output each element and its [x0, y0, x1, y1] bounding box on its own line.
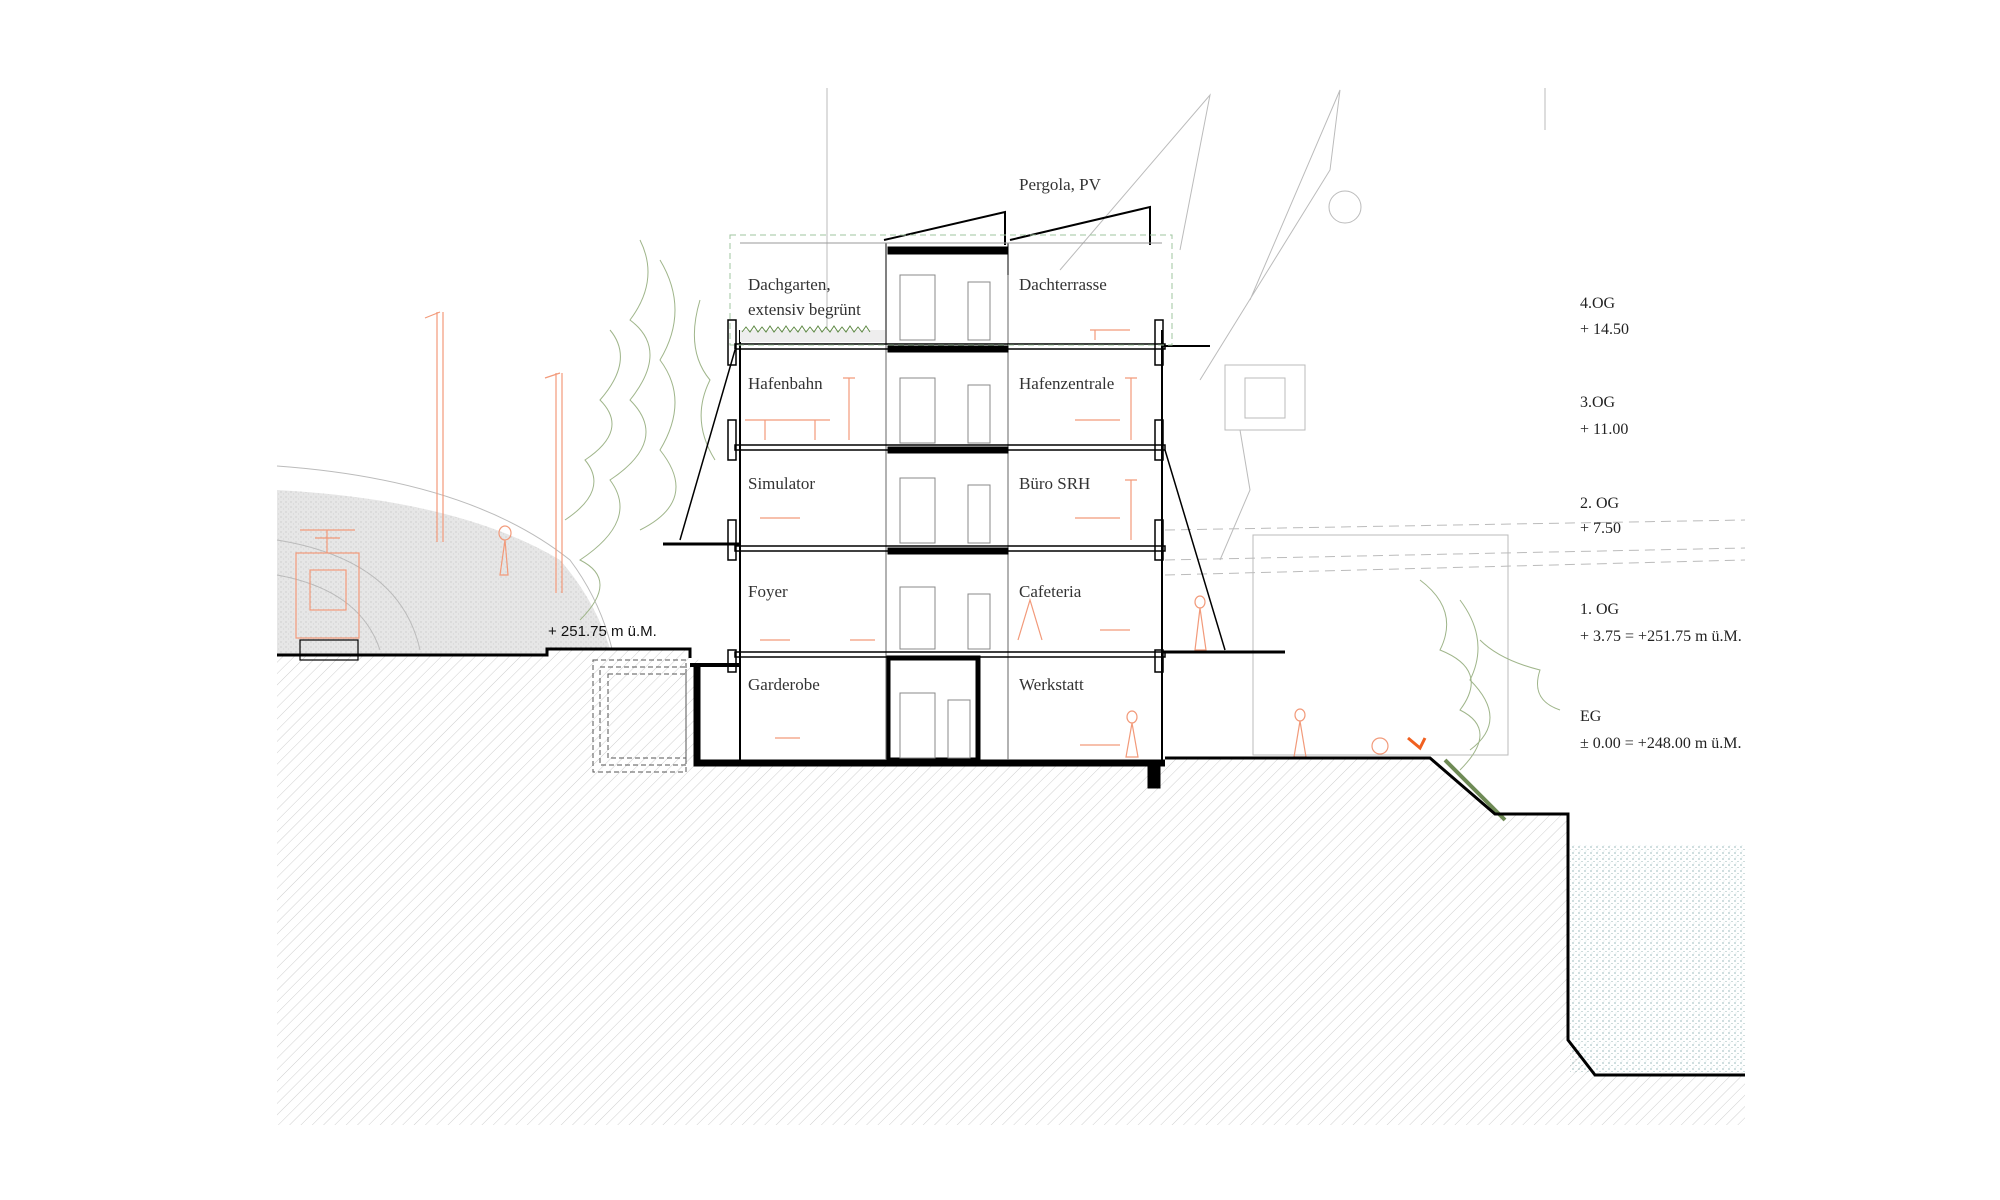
- room-label-buero-srh: Büro SRH: [1019, 474, 1090, 493]
- trees: [564, 239, 1561, 822]
- level-name: EG: [1580, 708, 1602, 725]
- level-name: 3.OG: [1580, 394, 1616, 411]
- room-label-werkstatt: Werkstatt: [1019, 675, 1084, 694]
- basement-outline: [592, 659, 687, 773]
- level-elevation: ± 0.00 = +248.00 m ü.M.: [1580, 735, 1742, 752]
- level-elevation: + 3.75 = +251.75 m ü.M.: [1580, 628, 1742, 645]
- level-elevation: + 7.50: [1580, 520, 1621, 537]
- level-name: 2. OG: [1580, 495, 1620, 512]
- room-label-dachterrasse: Dachterrasse: [1019, 275, 1107, 294]
- level-labels: 4.OG + 14.50 3.OG + 11.00 2. OG + 7.50 1…: [1580, 295, 1742, 752]
- context-crane: [826, 88, 1746, 756]
- level-name: 1. OG: [1580, 601, 1620, 618]
- room-label-dachgarten-2: extensiv begrünt: [748, 300, 861, 319]
- bicycle: [1371, 736, 1427, 755]
- green-roof: [740, 330, 885, 342]
- level-elevation: + 11.00: [1580, 421, 1628, 438]
- level-name: 4.OG: [1580, 295, 1616, 312]
- room-label-hafenzentrale: Hafenzentrale: [1019, 374, 1114, 393]
- street-lamps: [424, 311, 563, 593]
- room-labels: Dachgarten, extensiv begrünt Dachterrass…: [548, 175, 1114, 694]
- room-label-foyer: Foyer: [748, 582, 788, 601]
- level-elevation: + 14.50: [1580, 321, 1629, 338]
- ground-elevation-label: + 251.75 m ü.M.: [548, 623, 657, 640]
- room-label-hafenbahn: Hafenbahn: [748, 374, 823, 393]
- ground-section: [277, 649, 1745, 1125]
- room-label-simulator: Simulator: [748, 474, 815, 493]
- room-label-garderobe: Garderobe: [748, 675, 820, 694]
- furniture: [745, 329, 1137, 746]
- room-label-dachgarten: Dachgarten,: [748, 275, 831, 294]
- tram: [295, 529, 360, 661]
- building: [663, 205, 1285, 789]
- room-label-cafeteria: Cafeteria: [1019, 582, 1082, 601]
- tram-embankment: [276, 465, 613, 655]
- pergola-label: Pergola, PV: [1019, 175, 1102, 194]
- water-body: [1570, 845, 1745, 1073]
- ground-line: [277, 647, 1745, 1077]
